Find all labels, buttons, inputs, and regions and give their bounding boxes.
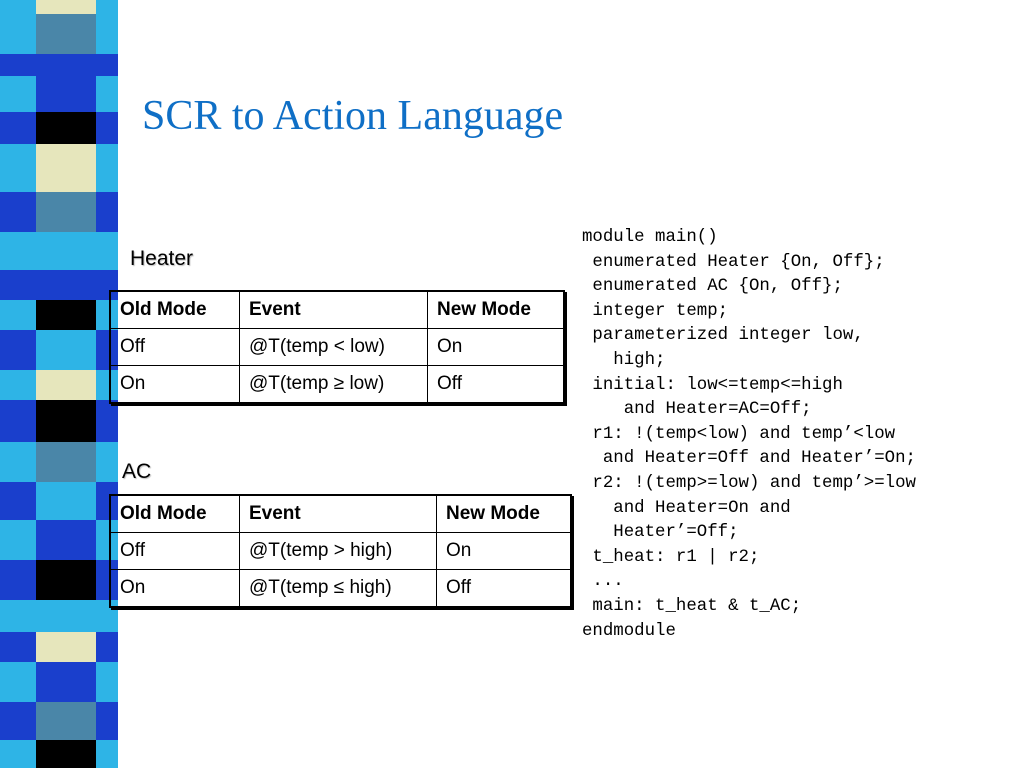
code-line: and Heater=On and (582, 498, 791, 518)
table-header-row: Old Mode Event New Mode (110, 495, 572, 533)
stripe-block (36, 560, 96, 600)
stripe-block (36, 442, 96, 482)
column-header-event: Event (239, 291, 428, 329)
column-header-old-mode: Old Mode (110, 495, 240, 533)
code-line: module main() (582, 228, 718, 247)
column-header-new-mode: New Mode (427, 291, 565, 329)
code-line: t_heat: r1 | r2; (582, 547, 760, 567)
code-line: and Heater=Off and Heater’=On; (582, 449, 916, 469)
column-header-new-mode: New Mode (436, 495, 572, 533)
stripe-block (36, 740, 96, 768)
stripe-block (36, 400, 96, 442)
code-line: enumerated Heater {On, Off}; (582, 252, 885, 272)
stripe-block (36, 54, 96, 76)
ac-label: AC (122, 460, 152, 483)
stripe-block (36, 370, 96, 400)
stripe-block (36, 14, 96, 54)
stripe-block (36, 482, 96, 520)
code-line: initial: low<=temp<=high (582, 375, 843, 395)
stripe-block (36, 144, 96, 192)
old-mode-cell: Off (110, 532, 240, 570)
decorative-stripe (0, 0, 118, 768)
table-row: On @T(temp ≥ low) Off (110, 365, 565, 403)
ac-table: Old Mode Event New Mode Off @T(temp > hi… (110, 495, 572, 607)
heater-label: Heater (130, 247, 194, 270)
old-mode-cell: On (110, 569, 240, 607)
stripe-block (36, 300, 96, 330)
event-cell: @T(temp ≥ low) (239, 365, 428, 403)
event-cell: @T(temp ≤ high) (239, 569, 437, 607)
new-mode-cell: On (436, 532, 572, 570)
table-row: On @T(temp ≤ high) Off (110, 569, 572, 607)
stripe-block (36, 232, 96, 270)
old-mode-cell: On (110, 365, 240, 403)
table-header-row: Old Mode Event New Mode (110, 291, 565, 329)
code-line: ... (582, 572, 624, 592)
stripe-block (36, 662, 96, 702)
code-line: r1: !(temp<low) and temp’<low (582, 424, 896, 444)
code-line: parameterized integer low, (582, 326, 864, 346)
slide-title: SCR to Action Language (142, 93, 564, 139)
new-mode-cell: Off (427, 365, 565, 403)
column-header-event: Event (239, 495, 437, 533)
heater-table: Old Mode Event New Mode Off @T(temp < lo… (110, 291, 565, 403)
stripe-block (36, 520, 96, 560)
stripe-block (36, 112, 96, 144)
stripe-block (36, 600, 96, 632)
stripe-block (36, 192, 96, 232)
code-line: high; (582, 350, 666, 370)
code-line: enumerated AC {On, Off}; (582, 277, 843, 297)
new-mode-cell: On (427, 328, 565, 366)
column-header-old-mode: Old Mode (110, 291, 240, 329)
stripe-block (36, 270, 96, 300)
table-row: Off @T(temp > high) On (110, 532, 572, 570)
stripe-block (36, 632, 96, 662)
event-cell: @T(temp < low) (239, 328, 428, 366)
old-mode-cell: Off (110, 328, 240, 366)
code-line: r2: !(temp>=low) and temp’>=low (582, 473, 916, 493)
code-line: integer temp; (582, 301, 729, 321)
stripe-block (36, 330, 96, 370)
event-cell: @T(temp > high) (239, 532, 437, 570)
code-line: Heater’=Off; (582, 523, 739, 543)
code-line: main: t_heat & t_AC; (582, 596, 802, 616)
code-line: and Heater=AC=Off; (582, 400, 812, 420)
code-line: endmodule (582, 621, 676, 641)
stripe-block (36, 76, 96, 112)
code-listing: module main() enumerated Heater {On, Off… (582, 226, 916, 644)
stripe-block (36, 702, 96, 740)
new-mode-cell: Off (436, 569, 572, 607)
table-row: Off @T(temp < low) On (110, 328, 565, 366)
stripe-block (36, 0, 96, 14)
